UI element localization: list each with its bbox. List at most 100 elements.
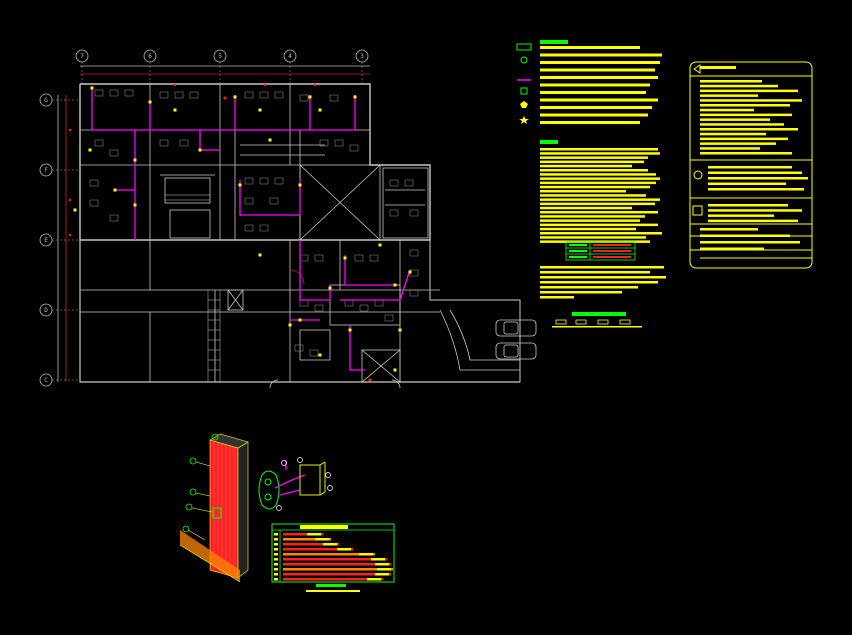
summary-notes xyxy=(540,266,666,299)
detail-table-value xyxy=(315,538,329,541)
notes-text-lines xyxy=(540,148,662,243)
fire-device-marker xyxy=(198,148,202,152)
text-line-bar xyxy=(540,76,658,79)
text-line-bar xyxy=(540,148,658,151)
text-line-bar xyxy=(540,227,636,231)
grid-row-label: D xyxy=(44,307,48,314)
desk-outline xyxy=(389,179,399,187)
legend-text-block xyxy=(540,46,662,124)
grid-column-label: 6 xyxy=(148,53,152,60)
text-line-bar xyxy=(540,190,626,193)
desk-outline xyxy=(369,254,379,262)
desk-outline xyxy=(259,91,269,99)
title-block-stamp-icon xyxy=(692,205,703,216)
desk-outline xyxy=(344,299,354,307)
desk-outline xyxy=(404,179,414,187)
detail-table-index xyxy=(274,543,278,546)
text-line-bar xyxy=(700,241,800,244)
text-line-bar xyxy=(540,106,652,109)
fire-device-marker xyxy=(328,286,332,290)
desk-outline xyxy=(159,91,169,99)
desk-outline xyxy=(374,299,384,307)
text-line-bar xyxy=(700,118,770,121)
fire-device-marker xyxy=(73,208,77,212)
detail-table-row xyxy=(283,548,353,551)
grid-row-label: E xyxy=(44,237,48,244)
detail-table-index xyxy=(274,578,278,581)
grid-row-bubble xyxy=(39,163,53,177)
fire-device-marker xyxy=(90,86,94,90)
text-line-bar xyxy=(700,99,802,102)
desk-outline xyxy=(259,224,269,232)
text-line-bar xyxy=(708,219,798,223)
grid-row-label: C xyxy=(44,377,48,384)
desk-outline xyxy=(124,89,134,97)
desk-outline xyxy=(244,197,254,205)
fire-device-marker xyxy=(318,353,322,357)
fire-device-marker xyxy=(408,270,412,274)
detail-table-index xyxy=(274,563,278,566)
text-line-bar xyxy=(708,171,802,174)
text-line-bar xyxy=(540,271,650,274)
text-line-bar xyxy=(540,91,646,94)
detail-table-rows xyxy=(274,533,393,581)
text-line-bar xyxy=(700,80,762,83)
detail-table-row xyxy=(283,538,331,541)
text-line-bar xyxy=(540,121,640,124)
grid-column-bubble xyxy=(143,49,157,63)
desk-outline xyxy=(259,177,269,185)
fire-device-marker xyxy=(308,95,312,99)
desk-outline xyxy=(274,91,284,99)
desk-outline xyxy=(349,144,359,152)
desk-outline xyxy=(299,254,309,262)
fire-device-marker xyxy=(238,183,242,187)
grid-row-bubble xyxy=(39,93,53,107)
text-line-bar xyxy=(540,83,650,87)
text-line-bar xyxy=(540,98,658,102)
text-line-bar xyxy=(708,188,804,191)
detail-table-row xyxy=(283,533,323,536)
green-circle-icon xyxy=(520,56,528,64)
detail-table-index xyxy=(274,558,278,561)
desk-outline xyxy=(299,94,309,102)
text-line-bar xyxy=(540,61,660,64)
desk-outline xyxy=(299,299,309,307)
fire-device-marker xyxy=(298,183,302,187)
floor-plan xyxy=(57,65,521,389)
title-block-text xyxy=(700,66,808,250)
text-line-bar xyxy=(540,281,658,284)
detail-table-index xyxy=(274,573,278,576)
fire-device-marker xyxy=(88,148,92,152)
text-line-bar xyxy=(708,166,792,169)
desk-outline xyxy=(334,139,344,147)
text-line-bar xyxy=(540,68,655,72)
text-line-bar xyxy=(540,46,640,49)
desk-outline xyxy=(409,209,419,217)
text-line-bar xyxy=(700,137,788,141)
fire-device-marker xyxy=(258,253,262,257)
detail-table-row xyxy=(283,563,391,566)
fire-device-marker xyxy=(133,158,137,162)
text-line-bar xyxy=(700,66,720,69)
summary-table xyxy=(565,241,636,261)
desk-outline xyxy=(319,139,329,147)
fire-device-marker xyxy=(113,188,117,192)
desk-outline xyxy=(314,254,324,262)
fire-device-marker xyxy=(398,328,402,332)
fire-device-marker xyxy=(148,100,152,104)
fire-device-marker xyxy=(378,243,382,247)
text-line-bar xyxy=(540,215,645,218)
symbol-legend xyxy=(516,40,568,124)
detail-table-row xyxy=(283,578,383,581)
detail-table-index xyxy=(274,538,278,541)
desk-outline xyxy=(309,349,319,357)
summary-table-fill xyxy=(569,244,631,258)
text-line-bar xyxy=(540,160,644,164)
text-line-bar xyxy=(540,113,648,117)
desk-outline xyxy=(109,214,119,222)
text-line-bar xyxy=(700,84,778,88)
desk-outline xyxy=(294,344,304,352)
scale-legend xyxy=(552,312,642,328)
text-line-bar xyxy=(700,228,758,231)
text-line-bar xyxy=(540,173,656,176)
